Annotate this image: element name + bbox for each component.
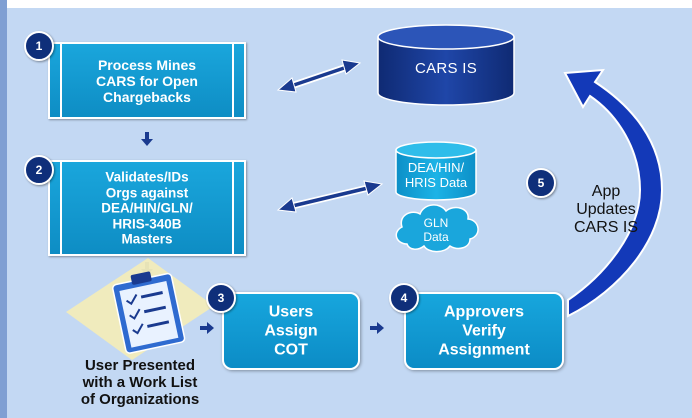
step-1-box-right-bar — [232, 44, 234, 117]
step-1-badge: 1 — [24, 31, 54, 61]
step-4-badge: 4 — [389, 283, 419, 313]
step-3-badge: 3 — [206, 283, 236, 313]
clipboard-worklist-icon — [66, 258, 214, 360]
left-accent-bar — [0, 0, 7, 418]
cars-database-label: CARS IS — [414, 60, 478, 77]
right-arrow-1 — [200, 322, 214, 334]
dea-database-icon — [395, 141, 477, 201]
gln-cloud-icon — [395, 204, 479, 253]
step-3-text: Users Assign COT — [264, 303, 318, 359]
curved-return-arrow — [563, 68, 664, 318]
step-4-text: Approvers Verify Assignment — [438, 303, 530, 359]
step-1-box-left-bar — [60, 44, 62, 117]
worklist-label: User Presented with a Work List of Organ… — [80, 357, 200, 408]
step-1-text: Process Mines CARS for Open Chargebacks — [96, 56, 198, 105]
step-1-box: Process Mines CARS for Open Chargebacks — [48, 42, 246, 119]
step-3-box: Users Assign COT — [222, 292, 360, 370]
step-2-box: Validates/IDs Orgs against DEA/HIN/GLN/ … — [48, 160, 246, 256]
step-2-text: Validates/IDs Orgs against DEA/HIN/GLN/ … — [101, 169, 193, 247]
step-4-box: Approvers Verify Assignment — [404, 292, 564, 370]
double-arrow-2 — [276, 180, 384, 213]
double-arrow-1 — [276, 59, 362, 93]
right-arrow-2 — [370, 322, 384, 334]
down-arrow-1 — [141, 132, 153, 146]
dea-database-label: DEA/HIN/ HRIS Data — [404, 160, 468, 190]
gln-cloud-label: GLN Data — [423, 216, 449, 244]
step-2-box-right-bar — [232, 162, 234, 254]
step-2-badge: 2 — [24, 155, 54, 185]
step-5-text: App Updates CARS IS — [573, 183, 638, 236]
step-5-badge: 5 — [526, 168, 556, 198]
top-strip — [7, 0, 692, 8]
step-2-box-left-bar — [60, 162, 62, 254]
cars-database-icon — [377, 24, 515, 106]
